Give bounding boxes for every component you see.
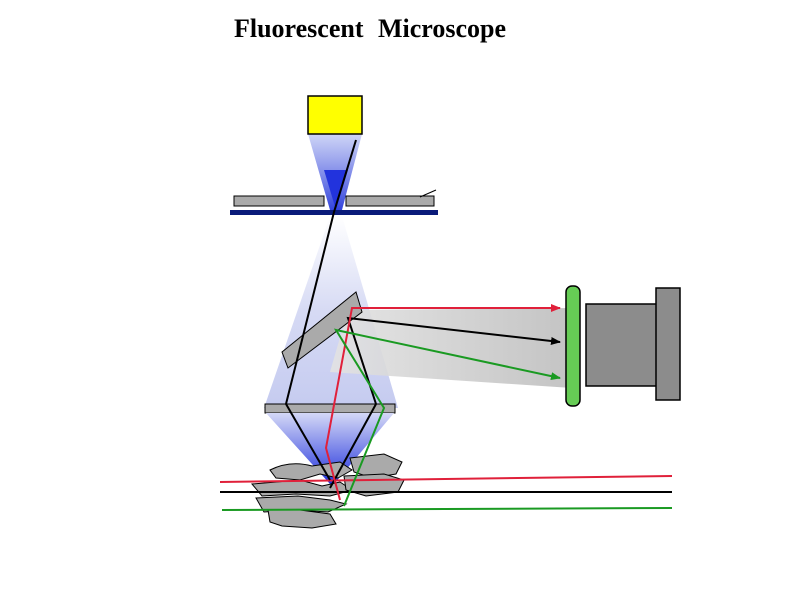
green-line (221, 507, 673, 511)
lamp-icon (307, 95, 363, 210)
excitation-ray (284, 139, 357, 481)
return-ray-black (329, 316, 561, 489)
page-title: Fluorescent Microscope (233, 14, 507, 43)
red-line (219, 475, 673, 483)
detector-icon (585, 287, 681, 401)
emission-filter-icon (565, 285, 581, 407)
fluorescence-ray-green (333, 328, 561, 507)
dichroic-mirror-icon (281, 291, 363, 369)
fluorescence-ray-red (324, 304, 561, 501)
